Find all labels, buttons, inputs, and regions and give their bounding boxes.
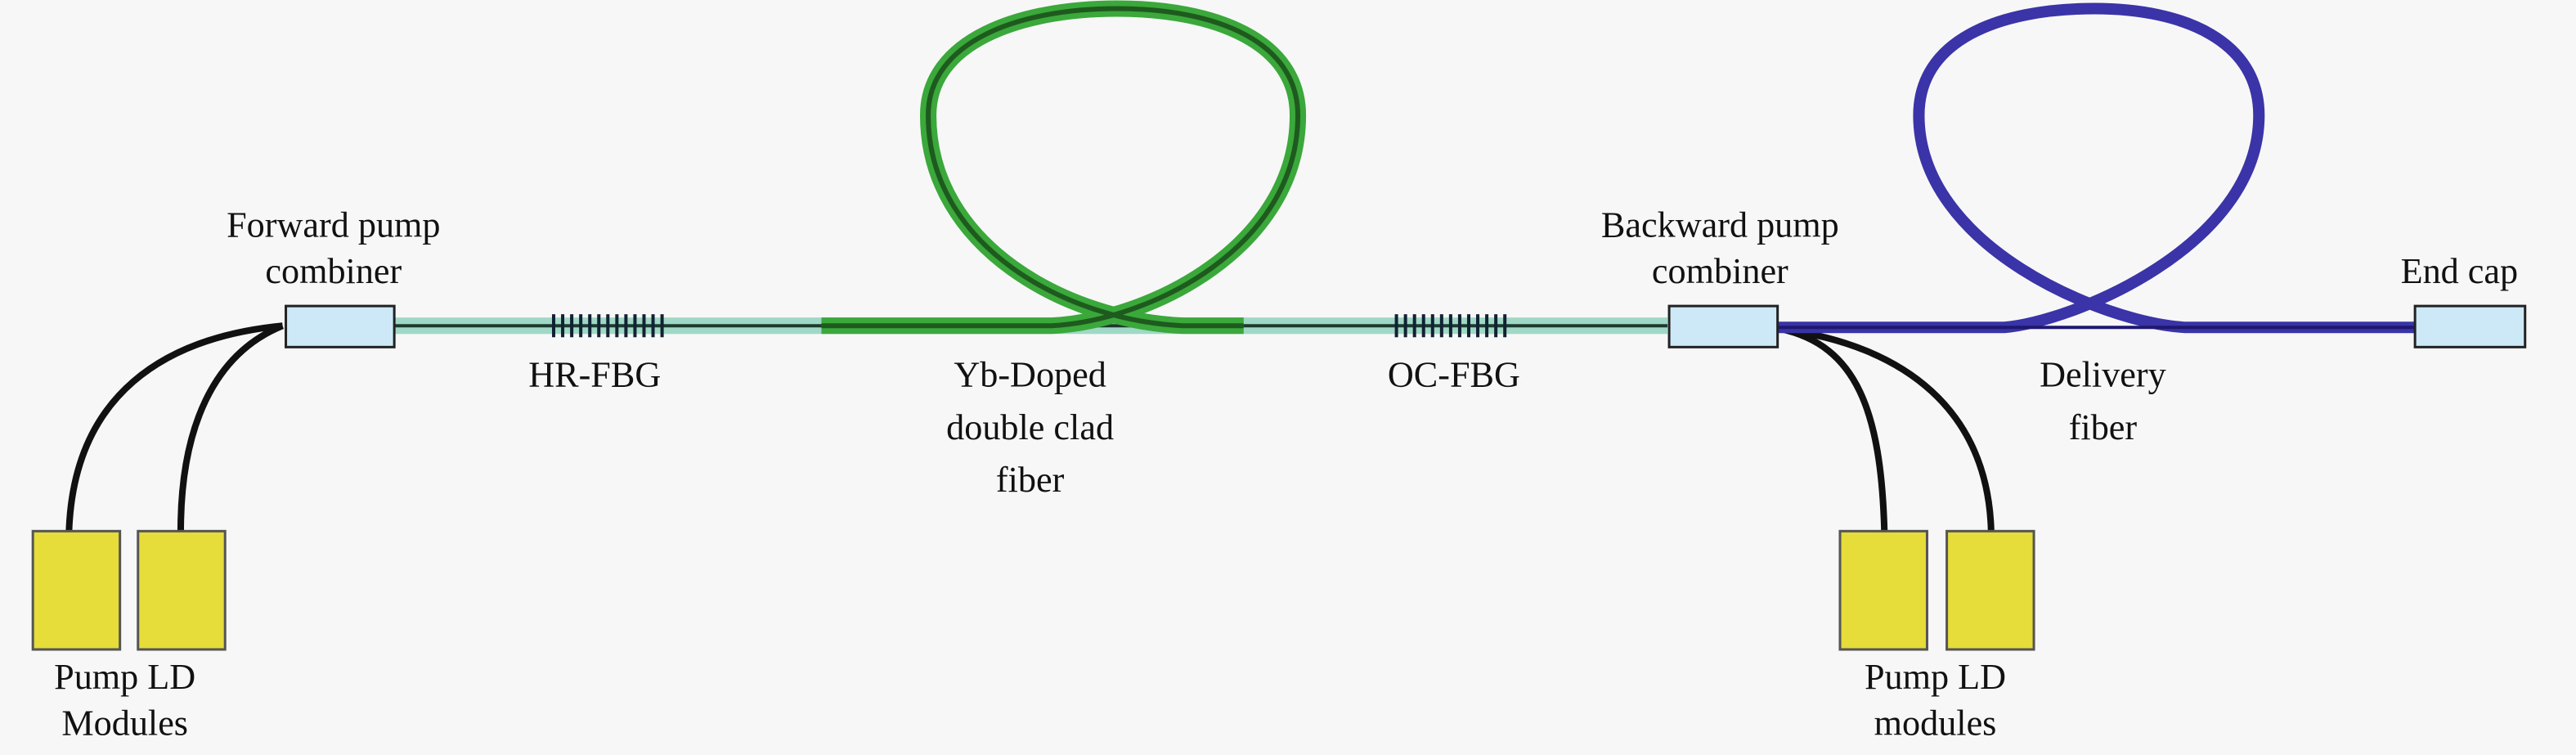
forward-combiner-label: combiner [265, 251, 402, 291]
pump-left-label: Pump LD [54, 657, 195, 697]
pump-fiber [1779, 326, 1888, 532]
pump-ld-module [1838, 529, 1928, 651]
pump-right-label: modules [1874, 703, 1997, 743]
end-cap [2413, 304, 2527, 348]
backward-combiner-label: Backward pump [1601, 205, 1839, 245]
delivery-fiber [1777, 2, 2416, 334]
yb-doped-fiber [821, 0, 1307, 335]
pump-fiber [1780, 326, 1995, 532]
oc-fbg-grating [1394, 314, 1507, 338]
forward-pump-combiner [285, 304, 396, 348]
end-cap-label: End cap [2401, 251, 2519, 291]
pump-left-label: Modules [61, 703, 188, 743]
left-pump-fibers [65, 322, 285, 532]
pump-fiber [177, 322, 285, 532]
forward-combiner-label: Forward pump [227, 205, 440, 245]
hr-fbg-label: HR-FBG [528, 355, 661, 395]
delivery-fiber-label: Delivery [2040, 355, 2166, 395]
pump-fiber [65, 322, 283, 532]
doped-fiber-label: Yb-Doped [954, 355, 1106, 395]
pump-ld-module [1945, 529, 2035, 651]
oc-fbg-label: OC-FBG [1388, 355, 1520, 395]
doped-fiber-label: double clad [946, 407, 1114, 447]
backward-pump-combiner [1667, 304, 1779, 348]
hr-fbg-grating [552, 314, 664, 338]
pump-right-label: Pump LD [1865, 657, 2006, 697]
backward-combiner-label: combiner [1652, 251, 1788, 291]
pump-ld-module [137, 529, 227, 651]
pump-ld-module [31, 529, 122, 651]
delivery-fiber-label: fiber [2069, 407, 2138, 447]
doped-fiber-label: fiber [996, 460, 1065, 500]
right-pump-fibers [1779, 326, 1995, 532]
